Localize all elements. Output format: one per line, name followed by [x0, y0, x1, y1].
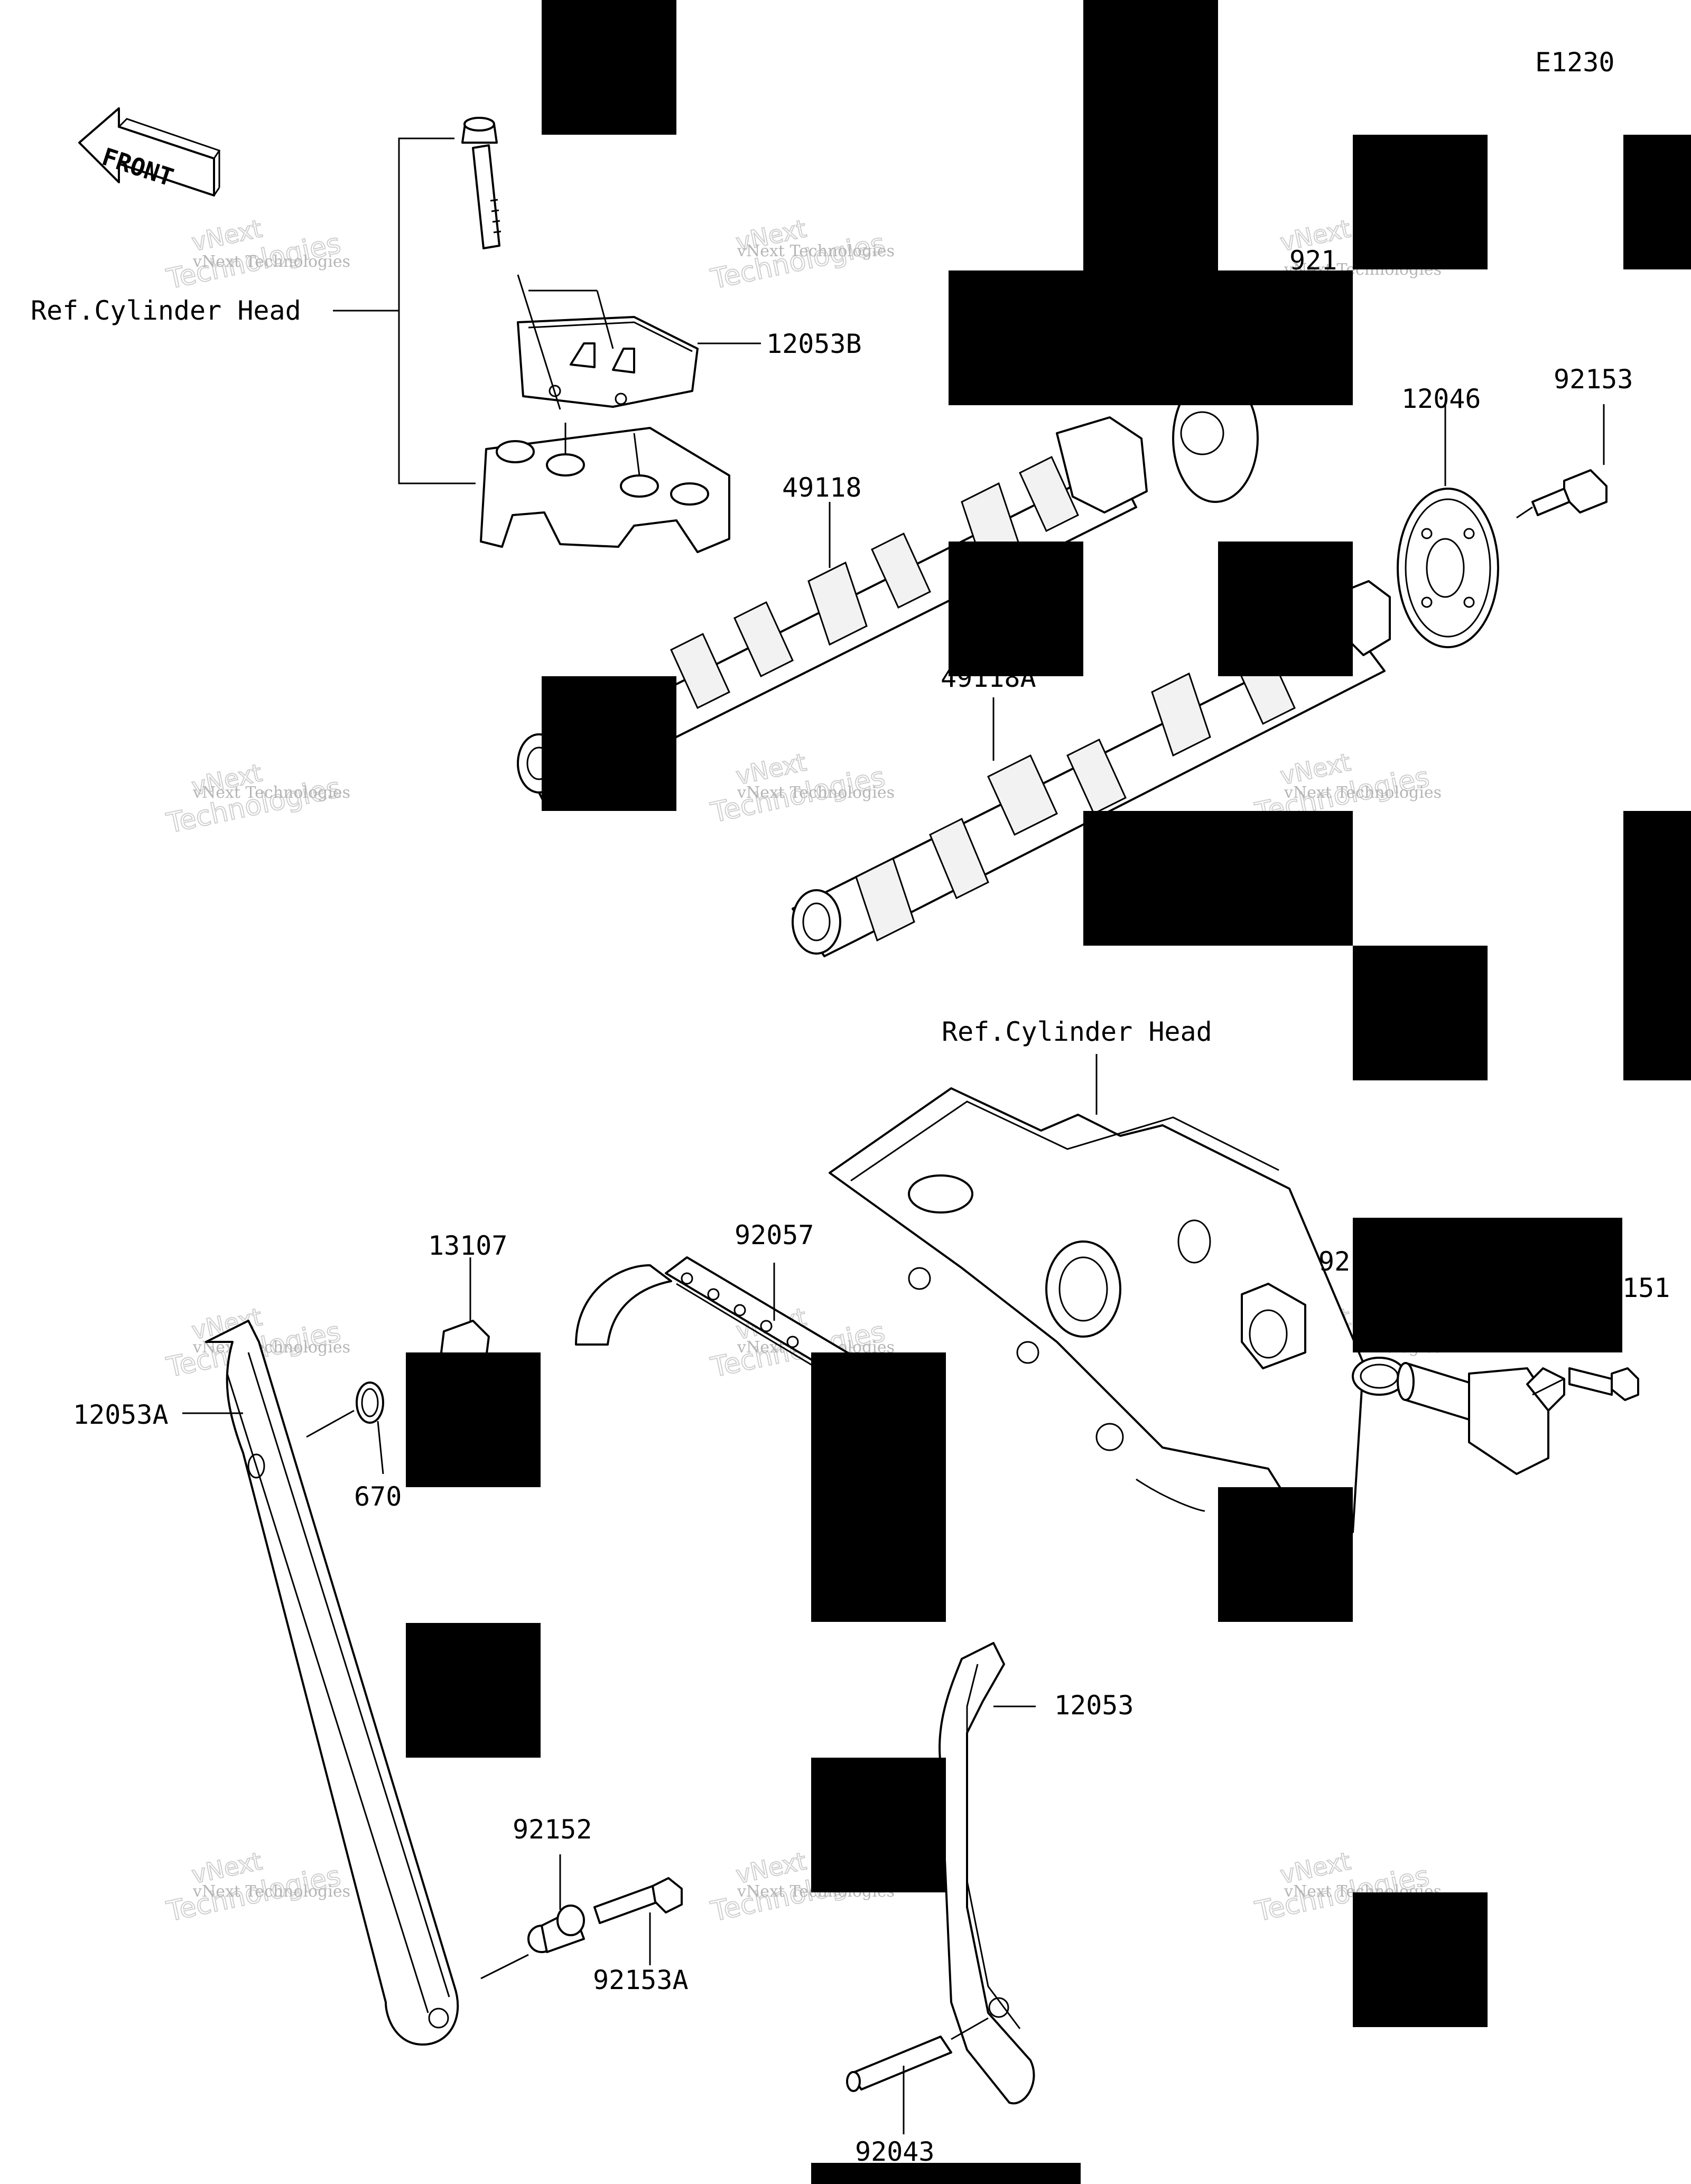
redaction-block	[406, 1623, 541, 1758]
watermark-text: vNext Technologies	[737, 783, 895, 802]
redaction-block	[811, 1352, 946, 1622]
part-label-92057: 92057	[735, 1220, 814, 1250]
part-label-92152: 92152	[513, 1814, 592, 1845]
cam-chain-92057	[575, 1256, 857, 1380]
part-label-12053B: 12053B	[766, 329, 862, 359]
sprocket-12046	[1397, 488, 1499, 648]
redaction-block	[1353, 135, 1488, 269]
redaction-block	[1353, 1218, 1622, 1352]
redaction-block	[811, 1758, 946, 1892]
part-label-670: 670	[354, 1481, 402, 1512]
redaction-block	[1353, 1892, 1488, 2027]
part-label-12053A: 12053A	[73, 1399, 169, 1430]
watermark-text: vNext Technologies	[192, 1882, 350, 1901]
redaction-block	[406, 1352, 541, 1487]
watermark-text: vNext Technologies	[737, 242, 895, 260]
ref-cylinder-head-label-1: Ref.Cylinder Head	[31, 295, 301, 326]
redaction-block	[1218, 1487, 1353, 1622]
redaction-block	[1218, 542, 1353, 676]
redaction-block	[949, 270, 1353, 405]
diagram-code: E1230	[1535, 47, 1615, 78]
camshaft-49118A	[792, 580, 1391, 957]
pin-92043	[846, 2017, 989, 2134]
redaction-block	[1353, 946, 1488, 1080]
front-arrow-icon: FRONT	[78, 107, 221, 197]
redaction-block	[811, 2163, 1081, 2184]
part-label-partial-92: 92	[1318, 1246, 1350, 1277]
ref-cylinder-head-label-2: Ref.Cylinder Head	[942, 1016, 1212, 1047]
part-label-92153A: 92153A	[593, 1965, 689, 1995]
watermark: vNext Technologies	[163, 1846, 344, 1928]
part-label-49118: 49118	[782, 472, 862, 503]
watermark: vNext Technologies	[708, 747, 888, 829]
redaction-block	[1623, 811, 1691, 1080]
redaction-block	[1083, 0, 1218, 272]
bolt-92153	[1516, 469, 1608, 519]
watermark: vNext Technologies	[163, 213, 344, 296]
redaction-block	[1083, 811, 1353, 946]
redaction-block	[1623, 135, 1691, 269]
chain-tensioner	[1352, 1357, 1639, 1475]
watermark-text: vNext Technologies	[1284, 783, 1442, 802]
part-label-151: 151	[1622, 1273, 1670, 1303]
leader-lines	[182, 342, 1605, 1910]
part-label-12046: 12046	[1401, 384, 1481, 414]
chain-guide-12053A	[205, 1320, 459, 2046]
redaction-block	[542, 0, 676, 135]
redaction-block	[949, 542, 1083, 676]
redaction-blocks	[406, 0, 1691, 2184]
redaction-block	[542, 676, 676, 811]
part-label-12053: 12053	[1054, 1690, 1134, 1721]
watermark-text: vNext Technologies	[192, 253, 350, 271]
part-labels: E1230 Ref.Cylinder Head 12053B 49118 120…	[31, 47, 1670, 2167]
cam-holder-assembly	[461, 117, 730, 553]
part-label-13107: 13107	[428, 1230, 508, 1261]
part-label-92153: 92153	[1554, 364, 1633, 395]
bolt-92153A	[593, 1877, 683, 1965]
watermark-text: vNext Technologies	[192, 783, 350, 802]
chain-guide-12053	[939, 1642, 1035, 2105]
part-label-92043: 92043	[855, 2136, 935, 2167]
o-ring-670	[306, 1382, 384, 1474]
collar-92152	[480, 1905, 585, 1980]
ref-bracket-top	[333, 137, 476, 484]
